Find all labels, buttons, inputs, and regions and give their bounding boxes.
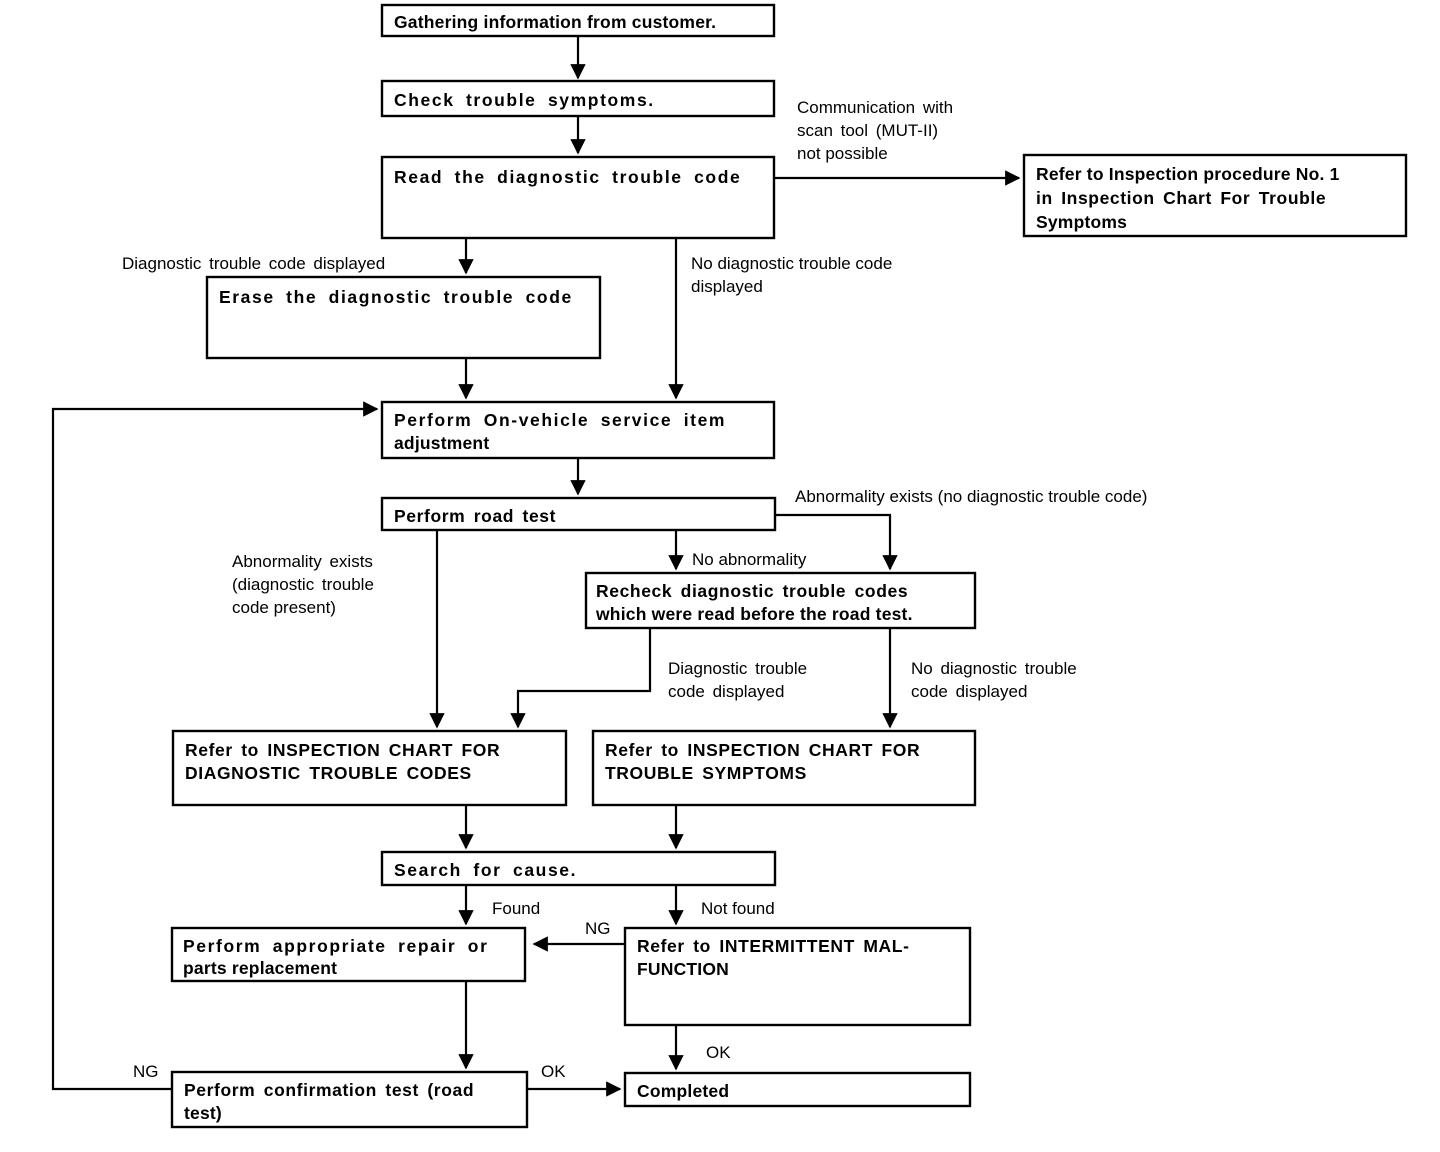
edge-label-found: Found — [492, 899, 540, 918]
node-refer-inspection-procedure-no1-line1: Refer to Inspection procedure No. 1 — [1036, 164, 1340, 184]
node-refer-intermittent-malfunction-line1: Refer to INTERMITTENT MAL- — [637, 936, 910, 956]
edge-label-no-dtc-displayed-2-line2: code displayed — [911, 682, 1027, 701]
node-read-diagnostic-trouble-code-label: Read the diagnostic trouble code — [394, 167, 741, 187]
node-recheck-diagnostic-trouble-codes[interactable]: Recheck diagnostic trouble codes which w… — [584, 571, 977, 630]
node-gathering-information[interactable]: Gathering information from customer. — [380, 3, 776, 38]
node-refer-intermittent-malfunction[interactable]: Refer to INTERMITTENT MAL- FUNCTION — [623, 926, 972, 1027]
node-refer-inspection-chart-symptoms[interactable]: Refer to INSPECTION CHART FOR TROUBLE SY… — [591, 729, 977, 807]
node-perform-repair-line1: Perform appropriate repair or — [183, 936, 489, 956]
node-completed[interactable]: Completed — [623, 1071, 972, 1108]
node-refer-inspection-chart-dtc[interactable]: Refer to INSPECTION CHART FOR DIAGNOSTIC… — [171, 729, 568, 807]
edge-label-ok-intermittent: OK — [706, 1043, 731, 1062]
node-erase-diagnostic-trouble-code[interactable]: Erase the diagnostic trouble code — [205, 275, 602, 360]
edge-label-communication-line1: Communication with — [797, 98, 953, 117]
node-search-for-cause-label: Search for cause. — [394, 860, 577, 880]
edge-label-no-dtc-displayed-2: No diagnostic trouble code displayed — [911, 659, 1077, 701]
edge-label-ng-loop: NG — [133, 1062, 159, 1081]
edge-label-no-dtc-displayed-2-line1: No diagnostic trouble — [911, 659, 1077, 678]
node-read-diagnostic-trouble-code[interactable]: Read the diagnostic trouble code — [380, 155, 776, 240]
edge-label-dtc-displayed: Diagnostic trouble code displayed — [122, 254, 385, 273]
edge-label-dtc-displayed-2: Diagnostic trouble code displayed — [668, 659, 807, 701]
edge-label-communication-line2: scan tool (MUT-II) — [797, 121, 938, 140]
node-completed-label: Completed — [637, 1081, 729, 1101]
node-gathering-information-label: Gathering information from customer. — [394, 12, 716, 32]
node-perform-repair-parts-replacement[interactable]: Perform appropriate repair or parts repl… — [170, 926, 527, 983]
edge-label-abnormality-no-dtc: Abnormality exists (no diagnostic troubl… — [795, 487, 1147, 506]
node-refer-inspection-chart-dtc-line1: Refer to INSPECTION CHART FOR — [185, 740, 500, 760]
node-refer-inspection-chart-dtc-line2: DIAGNOSTIC TROUBLE CODES — [185, 763, 472, 783]
edge-label-dtc-displayed-2-line2: code displayed — [668, 682, 784, 701]
node-check-trouble-symptoms-label: Check trouble symptoms. — [394, 90, 655, 110]
edge-label-abnormality-dtc-line3: code present) — [232, 598, 336, 617]
edge-label-dtc-displayed-2-line1: Diagnostic trouble — [668, 659, 807, 678]
edge-label-abnormality-dtc-line2: (diagnostic trouble — [232, 575, 374, 594]
edge-label-no-abnormality: No abnormality — [692, 550, 807, 569]
connector-roadtest-to-recheck-right — [775, 513, 898, 571]
node-perform-confirmation-test-line1: Perform confirmation test (road — [184, 1080, 474, 1100]
node-perform-road-test-label: Perform road test — [394, 506, 556, 526]
node-erase-diagnostic-trouble-code-label: Erase the diagnostic trouble code — [219, 287, 573, 307]
edge-label-abnormality-dtc-line1: Abnormality exists — [232, 552, 373, 571]
node-recheck-line1: Recheck diagnostic trouble codes — [596, 581, 908, 601]
node-perform-onvehicle-line1: Perform On-vehicle service item — [394, 410, 726, 430]
edge-label-ok-confirm: OK — [541, 1062, 566, 1081]
edge-label-ng-repair: NG — [585, 919, 611, 938]
node-search-for-cause[interactable]: Search for cause. — [380, 850, 777, 887]
edge-label-no-dtc-displayed: No diagnostic trouble code displayed — [691, 254, 892, 296]
connector-recheck-to-chart-dtc — [510, 628, 652, 729]
node-perform-onvehicle-service-item-adjustment[interactable]: Perform On-vehicle service item adjustme… — [380, 400, 776, 460]
node-recheck-line2: which were read before the road test. — [595, 604, 913, 624]
edge-label-no-dtc-displayed-line1: No diagnostic trouble code — [691, 254, 892, 273]
node-refer-inspection-chart-symptoms-line1: Refer to INSPECTION CHART FOR — [605, 740, 920, 760]
connectors — [51, 36, 1021, 1097]
node-perform-repair-line2: parts replacement — [183, 958, 337, 978]
edge-label-abnormality-dtc-present: Abnormality exists (diagnostic trouble c… — [232, 552, 374, 617]
connector-ng-feedback-loop — [51, 401, 379, 1091]
edge-label-no-dtc-displayed-line2: displayed — [691, 277, 763, 296]
node-perform-confirmation-test[interactable]: Perform confirmation test (road test) — [170, 1070, 529, 1129]
node-refer-inspection-procedure-no1-line3: Symptoms — [1036, 212, 1127, 232]
edge-label-communication-not-possible: Communication with scan tool (MUT-II) no… — [797, 98, 953, 163]
node-perform-confirmation-test-line2: test) — [184, 1103, 222, 1123]
node-check-trouble-symptoms[interactable]: Check trouble symptoms. — [380, 79, 776, 118]
edge-label-not-found: Not found — [701, 899, 775, 918]
node-perform-road-test[interactable]: Perform road test — [380, 496, 777, 532]
node-refer-inspection-procedure-no1[interactable]: Refer to Inspection procedure No. 1 in I… — [1022, 153, 1408, 238]
node-perform-onvehicle-line2: adjustment — [394, 433, 489, 453]
edge-label-communication-line3: not possible — [797, 144, 888, 163]
node-refer-intermittent-malfunction-line2: FUNCTION — [637, 959, 729, 979]
node-refer-inspection-chart-symptoms-line2: TROUBLE SYMPTOMS — [605, 763, 807, 783]
node-refer-inspection-procedure-no1-line2: in Inspection Chart For Trouble — [1036, 188, 1326, 208]
